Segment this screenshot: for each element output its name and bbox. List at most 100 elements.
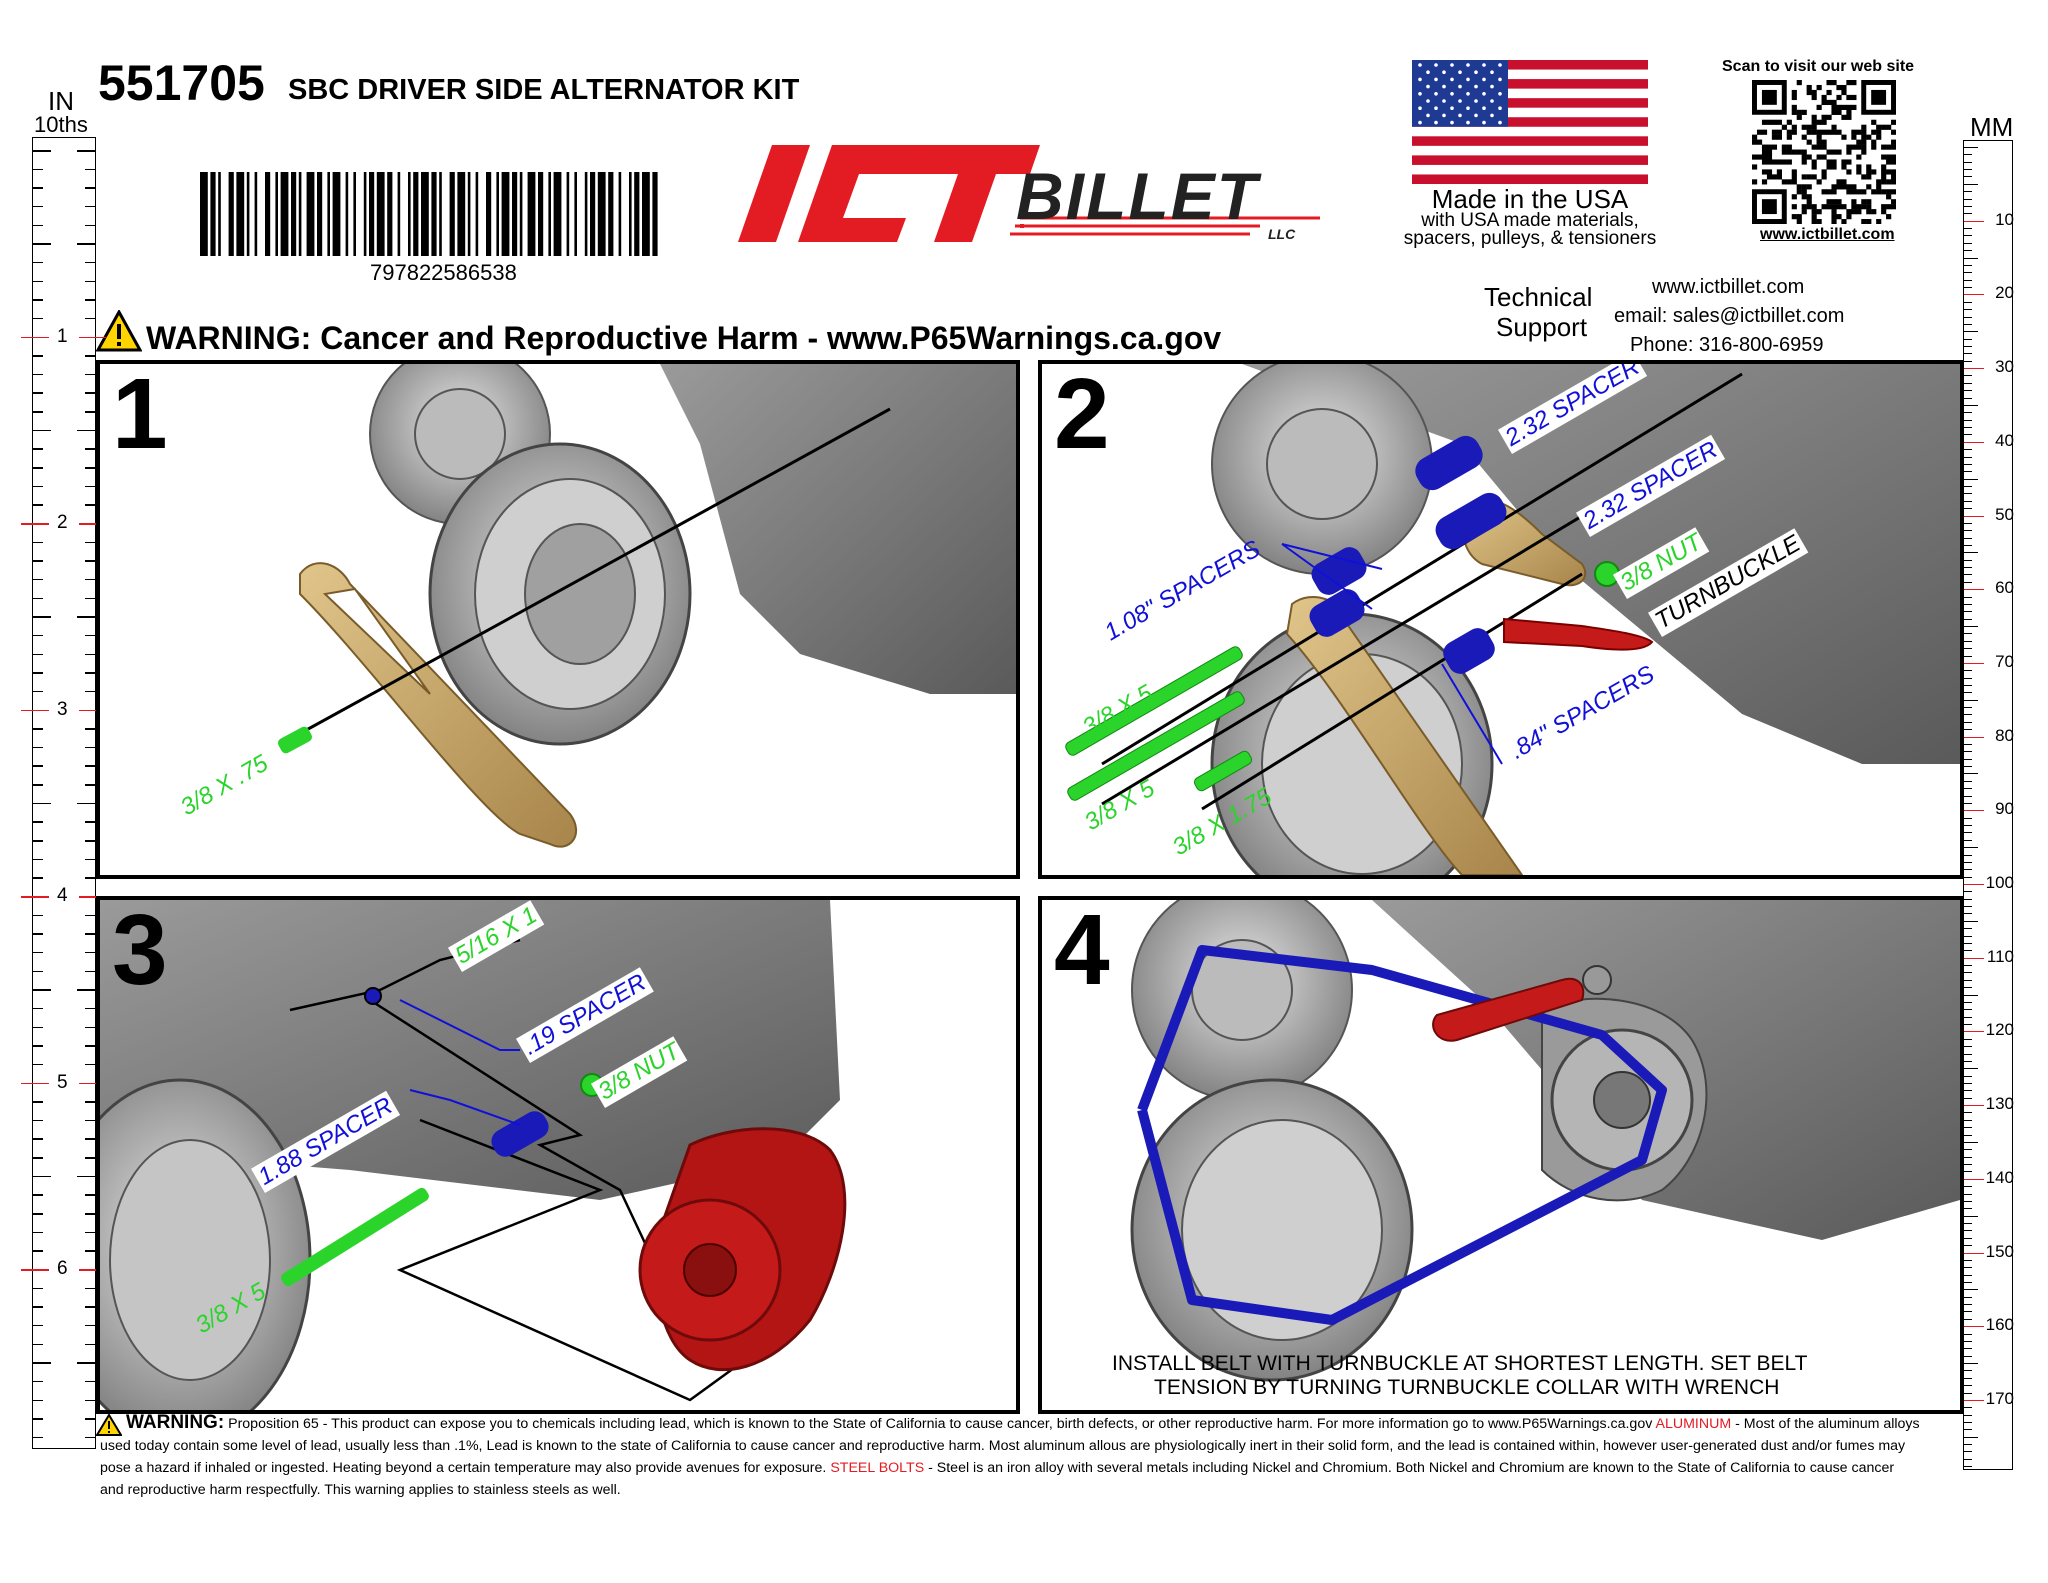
qr-url[interactable]: www.ictbillet.com xyxy=(1760,226,1895,243)
ruler-left-tick xyxy=(85,1324,95,1327)
ruler-right-tick xyxy=(1964,1348,1972,1350)
ruler-right-tick xyxy=(1964,1031,1984,1033)
ruler-right-tick xyxy=(1964,449,1972,451)
ruler-right-tick xyxy=(1964,1451,1972,1453)
ruler-left-tick xyxy=(85,840,95,842)
ruler-left-tick xyxy=(85,746,95,749)
ruler-right-tick xyxy=(1964,1223,1972,1225)
ruler-right-number: 120 xyxy=(1985,1020,2014,1040)
ruler-right-tick xyxy=(1964,1097,1972,1099)
ruler-left-tick xyxy=(33,784,43,786)
ruler-right-tick xyxy=(1964,198,1972,200)
ruler-right-tick xyxy=(1964,279,1972,281)
ruler-left-tick xyxy=(33,467,43,469)
ruler-left-tick xyxy=(85,1101,95,1103)
install-instruction-2: TENSION BY TURNING TURNBUCKLE COLLAR WIT… xyxy=(1154,1376,1780,1399)
ruler-right-tick xyxy=(1964,213,1972,215)
ruler-right-tick xyxy=(1964,994,1978,996)
ruler-right-number: 40 xyxy=(1995,430,2014,450)
ruler-left-tick xyxy=(33,1119,43,1122)
ruler-right-tick xyxy=(1964,486,1972,488)
ruler-right-tick xyxy=(1964,272,1972,274)
ruler-left-tick xyxy=(77,150,95,152)
ruler-right-tick xyxy=(1964,1436,1978,1438)
ruler-left-tick xyxy=(85,373,95,376)
ruler-left-tick xyxy=(33,1045,43,1047)
ruler-left-tick xyxy=(85,597,95,600)
ruler-left-tick xyxy=(85,504,95,506)
ruler-left-tick xyxy=(33,187,43,189)
ruler-right-tick xyxy=(1964,825,1972,827)
support-email[interactable]: email: sales@ictbillet.com xyxy=(1614,305,1845,327)
support-label-2: Support xyxy=(1496,312,1588,342)
ruler-left-tick xyxy=(85,448,95,450)
ruler-right-tick xyxy=(1964,1326,1984,1328)
ruler-left-tick xyxy=(33,1175,51,1178)
ruler-right-tick xyxy=(1964,854,1972,856)
ruler-left-tick xyxy=(85,858,95,861)
ruler-left-tick xyxy=(21,1082,49,1084)
made-parts: spacers, pulleys, & tensioners xyxy=(1403,228,1657,249)
ruler-left-tick xyxy=(33,1231,43,1234)
ruler-right-tick xyxy=(1964,368,1984,370)
ruler-right-number: 140 xyxy=(1985,1167,2014,1187)
ruler-left-tick xyxy=(85,1231,95,1234)
ruler-right-tick xyxy=(1964,1141,1978,1143)
ruler-right-number: 100 xyxy=(1985,873,2014,892)
ruler-right-tick xyxy=(1964,228,1972,230)
ruler-right-tick xyxy=(1964,876,1972,878)
step-number-1: 1 xyxy=(112,360,168,470)
ruler-right-tick xyxy=(1964,1200,1972,1202)
ruler-right-tick xyxy=(1964,161,1972,163)
step-number-4: 4 xyxy=(1054,896,1110,1006)
ruler-left-tick xyxy=(77,243,95,245)
ruler-right-tick xyxy=(1964,1407,1972,1409)
ruler-right-tick xyxy=(1964,1230,1972,1232)
ruler-right-tick xyxy=(1964,648,1972,650)
ruler-right-tick xyxy=(1964,1318,1972,1320)
ruler-left-tick xyxy=(85,951,95,954)
ruler-right-tick xyxy=(1964,640,1972,642)
part-number: 551705 xyxy=(98,55,265,111)
ruler-right-tick xyxy=(1964,567,1972,569)
ruler-left-tick xyxy=(33,1306,43,1308)
ruler-right-unit: MM xyxy=(1970,112,2014,142)
ict-billet-logo: BILLET LLC xyxy=(720,140,1340,250)
ruler-left-tick xyxy=(33,1362,51,1364)
ruler-left-tick xyxy=(33,1380,43,1383)
ruler-left-tick xyxy=(33,690,43,693)
ruler-right-number: 170 xyxy=(1985,1388,2014,1408)
ruler-left-tick xyxy=(85,821,95,823)
ruler-right-tick xyxy=(1964,220,1984,222)
ruler-right-tick xyxy=(1964,1060,1972,1062)
ruler-right-tick xyxy=(1964,522,1972,524)
support-web[interactable]: www.ictbillet.com xyxy=(1652,276,1805,298)
ruler-left-number: 2 xyxy=(55,512,70,534)
ruler-right-tick xyxy=(1964,950,1972,952)
ruler-right-number: 90 xyxy=(1995,799,2014,819)
panel-step-4: 4 INSTALL BELT WITH TURNBUCKLE AT SHORTE… xyxy=(1038,896,1964,1414)
ruler-left-tick xyxy=(77,1175,95,1178)
step-number-3: 3 xyxy=(112,896,168,1006)
ruler-right-tick xyxy=(1964,766,1972,768)
ruler-right-tick xyxy=(1964,1134,1972,1136)
ruler-left-tick xyxy=(85,914,95,917)
ruler-left-tick xyxy=(33,951,43,954)
step-number-2: 2 xyxy=(1054,360,1110,470)
ruler-right-tick xyxy=(1964,294,1984,296)
ruler-left-tick xyxy=(33,821,43,823)
ruler-right-number: 60 xyxy=(1995,578,2014,598)
ruler-left-tick xyxy=(85,653,95,656)
warning-icon xyxy=(95,308,143,352)
brand-llc: LLC xyxy=(1268,226,1296,242)
ruler-left-tick xyxy=(79,896,107,898)
ruler-right-tick xyxy=(1964,677,1972,679)
ruler-right-tick xyxy=(1964,441,1984,443)
kit-title: SBC DRIVER SIDE ALTERNATOR KIT xyxy=(288,74,800,106)
ruler-left-tick xyxy=(33,168,43,171)
ruler-left-tick xyxy=(33,243,51,245)
ruler-right-tick xyxy=(1964,1311,1972,1313)
ruler-right-tick xyxy=(1964,1009,1972,1011)
ruler-left-tick xyxy=(33,1343,43,1346)
